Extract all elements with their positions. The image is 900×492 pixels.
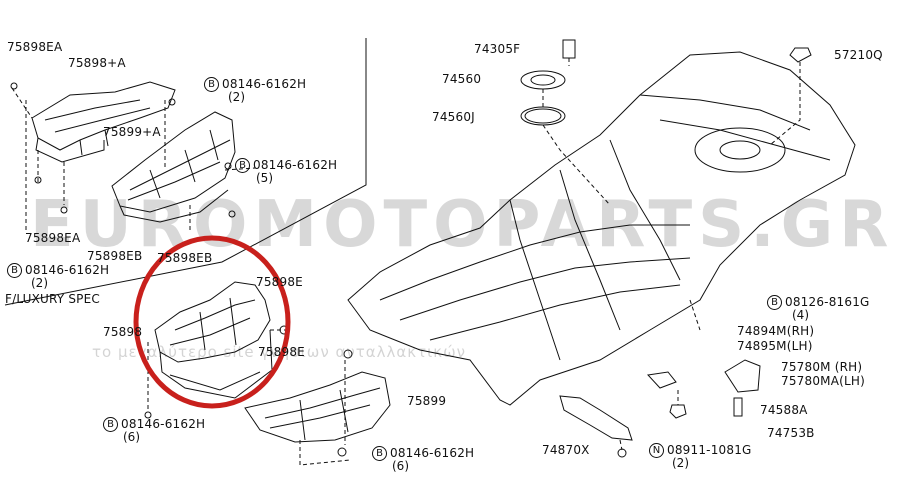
part-label-75898e-b: 75898E [258, 345, 305, 359]
bolt-qty-b4: (6) [123, 430, 140, 444]
bolt-prefix-b6: B [767, 295, 782, 310]
highlight-circle [133, 235, 291, 409]
bolt-prefix-b5: B [372, 446, 387, 461]
part-label-74560: 74560 [442, 72, 482, 86]
bolt-prefix-b1: B [204, 77, 219, 92]
part-label-75780m: 75780M (RH) [781, 360, 863, 374]
part-label-74870x: 74870X [542, 443, 590, 457]
part-label-75899: 75899 [407, 394, 447, 408]
under-cover-front-upper [31, 81, 176, 151]
bolt-prefix-b3: B [7, 263, 22, 278]
bolt-code-b3: 08146-6162H [25, 263, 110, 277]
nut-74753b [669, 404, 687, 419]
under-cover-rear-upper [111, 111, 236, 213]
bracket-75780m [724, 359, 761, 393]
clip-57210q [789, 47, 812, 63]
part-label-57210q: 57210Q [834, 48, 883, 62]
watermark-subtitle: το μεγαλύτερο site γνήσιων ανταλλακτικών [92, 343, 467, 361]
section-divider [4, 38, 367, 306]
under-cover-front-lower [154, 281, 271, 363]
bracket-74894m [646, 371, 677, 389]
bolt-qty-b2: (5) [256, 171, 273, 185]
bolt-prefix-b7: N [649, 443, 664, 458]
part-label-75780ma: 75780MA(LH) [781, 374, 866, 388]
part-label-75898eb-b: 75898EB [157, 251, 213, 265]
section-label: F/LUXURY SPEC [5, 292, 100, 306]
bolt-code-b7: 08911-1081G [667, 443, 752, 457]
bolt-qty-b7: (2) [672, 456, 689, 470]
part-label-74753b: 74753B [767, 426, 815, 440]
floor-panel [347, 51, 856, 406]
bolt-qty-b6: (4) [792, 308, 809, 322]
under-cover-rear-lower [244, 371, 391, 443]
bracket-74870x [559, 395, 633, 441]
bolt-code-b5: 08146-6162H [390, 446, 475, 460]
grommet-74305f [562, 39, 576, 59]
bolt-prefix-b4: B [103, 417, 118, 432]
bolt-qty-b3: (2) [31, 276, 48, 290]
bolt-code-b4: 08146-6162H [121, 417, 206, 431]
part-label-75898: 75898 [103, 325, 143, 339]
part-label-75899-plus-a: 75899+A [103, 125, 161, 139]
part-label-75898ea-top: 75898EA [7, 40, 63, 54]
part-label-75898eb-a: 75898EB [87, 249, 143, 263]
part-label-74560j: 74560J [432, 110, 475, 124]
bolt-prefix-b2: B [235, 158, 250, 173]
part-label-74895m: 74895M(LH) [737, 339, 813, 353]
part-label-75898-plus-a: 75898+A [68, 56, 126, 70]
part-label-75898ea-bottom: 75898EA [25, 231, 81, 245]
part-label-75898e-a: 75898E [256, 275, 303, 289]
part-label-74588a: 74588A [760, 403, 808, 417]
bolt-code-b6: 08126-8161G [785, 295, 870, 309]
part-label-74894m: 74894M(RH) [737, 324, 815, 338]
part-label-74305f: 74305F [474, 42, 521, 56]
bolt-qty-b1: (2) [228, 90, 245, 104]
bolt-qty-b5: (6) [392, 459, 409, 473]
bolt-code-b2: 08146-6162H [253, 158, 338, 172]
bolt-74588a [733, 397, 743, 417]
bolt-code-b1: 08146-6162H [222, 77, 307, 91]
